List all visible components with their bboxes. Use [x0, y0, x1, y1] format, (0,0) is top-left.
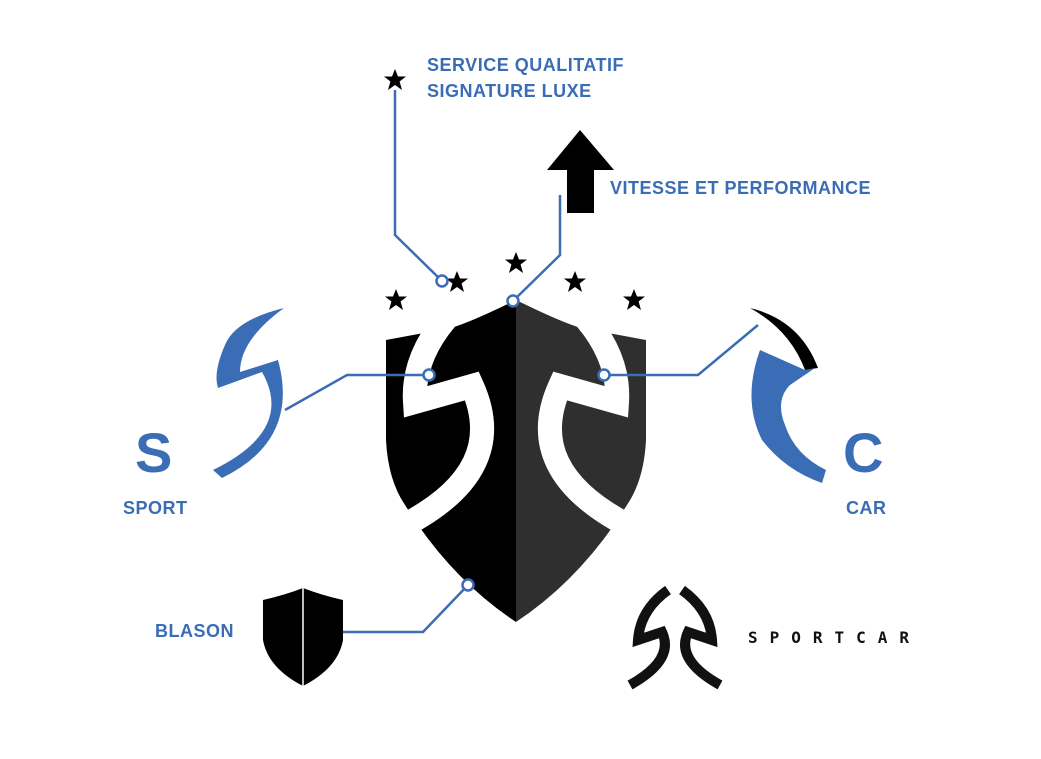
- c-letter: C: [843, 421, 884, 484]
- brand-wordmark: SPORTCAR: [748, 628, 922, 647]
- star-icon: [385, 289, 407, 310]
- main-shield: [386, 300, 646, 622]
- c-shape-detail: [750, 308, 826, 483]
- blason-label: BLASON: [155, 621, 234, 641]
- sportcar-logo-mark: [627, 585, 723, 690]
- star-icon: [446, 271, 468, 292]
- car-label: CAR: [846, 498, 887, 518]
- small-blason: [263, 588, 343, 686]
- star-icon: [384, 69, 406, 90]
- s-letter: S: [135, 421, 173, 484]
- star-icon: [623, 289, 645, 310]
- star-icon: [564, 271, 586, 292]
- service-label-line2: SIGNATURE LUXE: [427, 81, 592, 101]
- connector-lines: [284, 90, 759, 634]
- speed-label: VITESSE ET PERFORMANCE: [610, 178, 872, 198]
- service-label-line1: SERVICE QUALITATIF: [427, 55, 625, 75]
- s-shape-detail: [213, 308, 284, 478]
- connector-dots: [422, 274, 611, 592]
- sport-label: SPORT: [123, 498, 188, 518]
- stars: [384, 69, 645, 310]
- star-icon: [505, 252, 527, 273]
- arrow-up-icon: [547, 130, 614, 213]
